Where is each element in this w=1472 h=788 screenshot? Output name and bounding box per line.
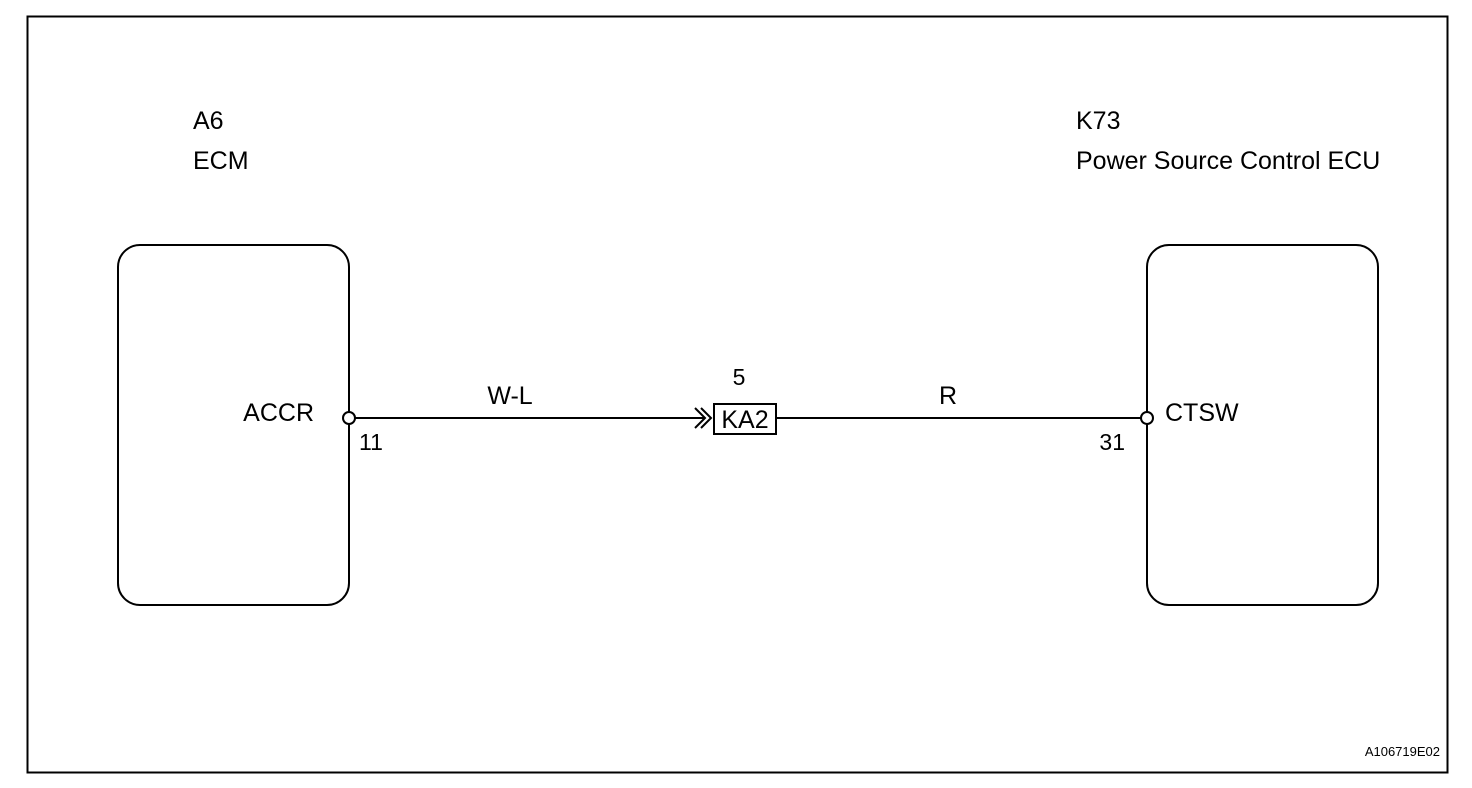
ecm-pin-number: 11 <box>359 429 383 455</box>
connector-box <box>713 403 777 435</box>
connector-code: KA2 <box>721 406 768 434</box>
ecm-terminal-name: ACCR <box>243 399 314 427</box>
connector-pin-number: 5 <box>733 364 746 390</box>
ecm-connector-code: A6 <box>193 107 224 135</box>
wire-left-color: W-L <box>487 382 532 410</box>
ecu-name: Power Source Control ECU <box>1076 147 1380 175</box>
wire-right-color: R <box>939 382 957 410</box>
connector-chevron-inner <box>700 407 713 429</box>
ecm-name: ECM <box>193 147 249 175</box>
ecm-terminal-pin <box>342 411 356 425</box>
figure-id: A106719E02 <box>1365 744 1440 759</box>
ecm-box <box>117 244 350 606</box>
diagram-frame <box>26 15 1449 774</box>
ecu-terminal-pin <box>1140 411 1154 425</box>
connector-chevron-outer <box>694 407 707 429</box>
ecu-terminal-name: CTSW <box>1165 399 1239 427</box>
ecu-connector-code: K73 <box>1076 107 1120 135</box>
ecu-pin-number: 31 <box>1099 429 1125 455</box>
